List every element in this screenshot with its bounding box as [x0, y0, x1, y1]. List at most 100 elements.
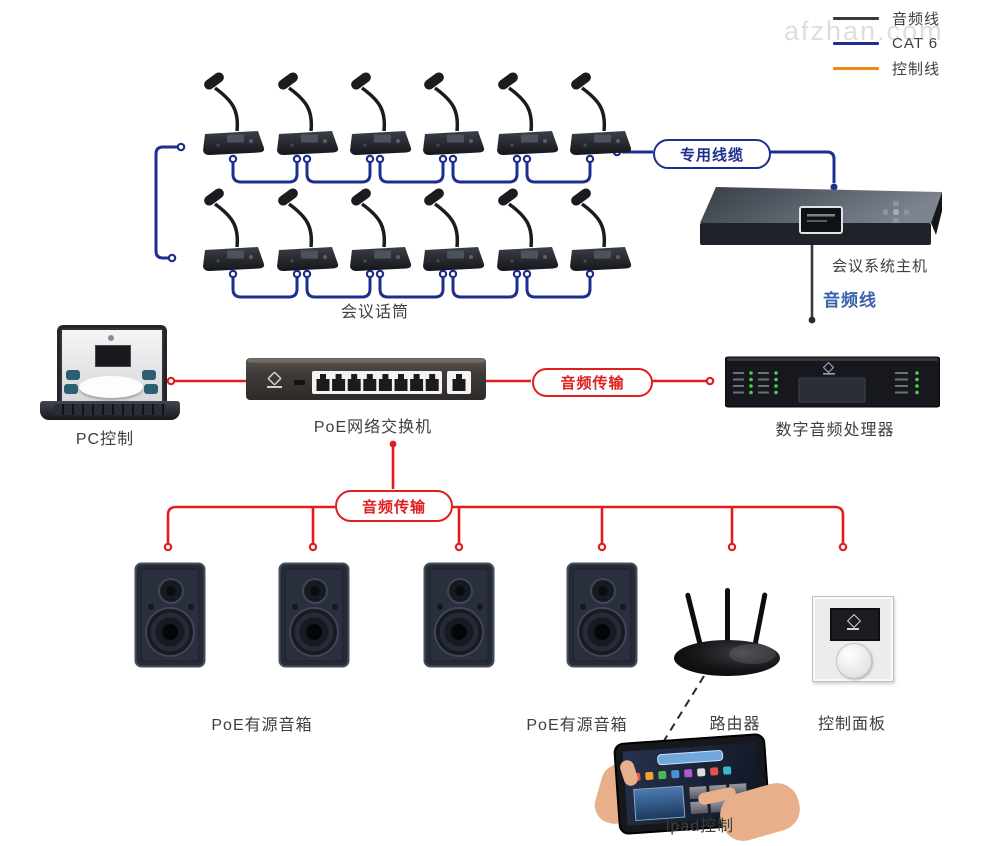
connector-dot [448, 154, 458, 164]
poe-speaker [134, 562, 206, 668]
meeting-room-image [62, 330, 162, 404]
poe-switch-body [246, 358, 486, 400]
tablet-search-bar [656, 749, 724, 766]
cat6-line-swatch [833, 41, 879, 46]
processor-leds [733, 371, 919, 395]
control-line-swatch [833, 66, 879, 71]
connector-dot [228, 154, 238, 164]
processor-label: 数字音频处理器 [775, 422, 895, 439]
mic-base-screen [447, 134, 464, 143]
connector-dot [727, 542, 737, 552]
mic-capsule [204, 72, 224, 90]
mic-base [570, 247, 632, 272]
red-wires [166, 379, 845, 543]
conference-mic [482, 187, 562, 283]
mic-base-screen [521, 250, 538, 259]
audio-processor-body [724, 356, 941, 408]
bus-left [166, 505, 335, 543]
legend: 音频线 CAT 6 控制线 [833, 6, 940, 81]
conference-mic-image [570, 72, 632, 156]
processor-logo-icon [822, 361, 835, 374]
mic-base-screen [594, 250, 611, 259]
audio-transfer-callout-bottom: 音频传输 [335, 490, 453, 522]
poe-speaker-image [423, 562, 495, 668]
conference-mic-image [497, 72, 559, 156]
laptop-keys [54, 404, 166, 415]
room-chair [144, 384, 158, 394]
room-tv [95, 345, 131, 367]
panel-screen [830, 608, 880, 641]
connector-dot [512, 154, 522, 164]
mic-gooseneck [360, 202, 387, 248]
poe-speaker-image [278, 562, 350, 668]
mics-label: 会议话筒 [340, 304, 409, 321]
conference-mic [482, 71, 562, 167]
connector-dot [585, 269, 595, 279]
tablet-app-icons [632, 766, 732, 782]
router-body [674, 640, 780, 676]
router-label: 路由器 [709, 716, 761, 733]
connector-dot [365, 269, 375, 279]
panel-logo-bar [847, 628, 859, 630]
panel-knob [836, 643, 872, 679]
mic-cable [231, 162, 299, 184]
laptop-screen [57, 325, 167, 409]
mic-capsule [278, 72, 298, 90]
mic-capsule [498, 72, 518, 90]
mic-base [203, 247, 265, 272]
mic-base-screen [447, 250, 464, 259]
host-buttons [883, 201, 909, 223]
mic-gooseneck [580, 86, 607, 132]
pc-label: PC控制 [75, 431, 135, 448]
room-chair [142, 370, 156, 380]
switch-label: PoE网络交换机 [313, 419, 433, 436]
conference-mic-image [203, 72, 265, 156]
mic-cable [305, 277, 372, 299]
conference-mic [262, 71, 342, 167]
legend-label-control: 控制线 [892, 61, 941, 78]
room-chair [66, 370, 80, 380]
mic-base-screen [374, 134, 391, 143]
conference-mic-image [497, 188, 559, 272]
poe-speaker [566, 562, 638, 668]
speaker-drop-wires [308, 507, 737, 552]
connector-dot [522, 269, 532, 279]
host-label: 会议系统主机 [831, 258, 928, 275]
mic-capsule [278, 188, 298, 206]
mic-cable [231, 277, 299, 299]
rj45-port [425, 374, 439, 391]
conference-mic [188, 71, 268, 167]
mic-base [277, 247, 339, 272]
rj45-port [378, 374, 392, 391]
room-table [79, 376, 143, 398]
mic-base [570, 131, 632, 156]
conference-mic-image [277, 188, 339, 272]
mic-base-screen [374, 250, 391, 259]
legend-row-audio: 音频线 [833, 6, 940, 31]
rj45-port [332, 374, 346, 391]
audio-transfer-callout-top: 音频传输 [532, 368, 653, 397]
conference-mic [335, 71, 415, 167]
mic-base-screen [227, 250, 244, 259]
mic-base [203, 131, 265, 156]
mic-gooseneck [507, 202, 534, 248]
switch-logo-icon [267, 371, 282, 386]
cat6-cable-label-to-host [767, 150, 836, 183]
conference-mic [555, 71, 635, 167]
ipad-label: ipad控制 [665, 818, 735, 835]
conference-mic-image [350, 72, 412, 156]
switch-rj45-ports [316, 374, 439, 391]
watermark: afzhan.com [784, 16, 944, 46]
speakers-left-label: PoE有源音箱 [211, 717, 313, 734]
mic-daisy-chain-cables [228, 154, 595, 299]
panel-logo-icon [846, 613, 862, 629]
conference-mic [262, 187, 342, 283]
connector-dot [365, 154, 375, 164]
mic-base [497, 247, 559, 272]
connector-dot [292, 154, 302, 164]
mic-gooseneck [433, 86, 460, 132]
mic-cable [378, 162, 445, 184]
conference-mic-image [423, 188, 485, 272]
connector-dot [512, 269, 522, 279]
